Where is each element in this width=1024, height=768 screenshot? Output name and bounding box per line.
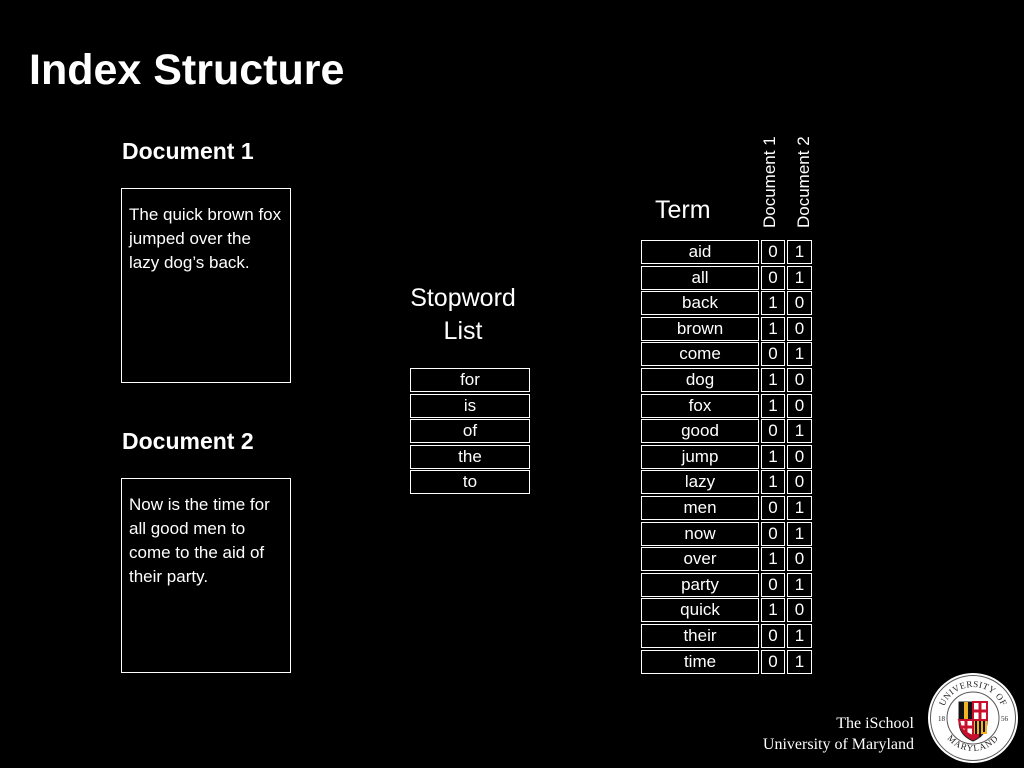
document-2-bit-cell: 0	[787, 291, 812, 316]
document-2-bit-cell: 0	[787, 393, 812, 418]
document-2-bit-cell: 1	[787, 495, 812, 520]
term-cell: come	[641, 342, 759, 367]
term-cell: men	[641, 495, 759, 520]
document-1-bit-cell: 1	[761, 598, 785, 623]
document-2-bit-cell: 1	[787, 649, 812, 674]
document-2-bit-cell: 0	[787, 367, 812, 392]
term-cell: aid	[641, 240, 759, 264]
document-2-column-label: Document 2	[794, 136, 813, 228]
term-cell: all	[641, 265, 759, 290]
term-cell: good	[641, 419, 759, 444]
document-1-bit-cell: 0	[761, 649, 785, 674]
term-cell: quick	[641, 598, 759, 623]
document-1-bit-cell: 0	[761, 495, 785, 520]
document-1-bit-cell: 1	[761, 367, 785, 392]
document-1-column-label: Document 1	[760, 136, 779, 228]
footer-school: The iSchool	[836, 715, 914, 732]
seal-shield	[957, 701, 988, 742]
term-cell: fox	[641, 393, 759, 418]
document-2-bit-cell: 1	[787, 342, 812, 367]
seal-inner-ring	[946, 691, 1000, 745]
term-cell: back	[641, 291, 759, 316]
document-1-bit-cell: 0	[761, 265, 785, 290]
document-2-bit-cell: 0	[787, 470, 812, 495]
document-1-bit-cell: 1	[761, 316, 785, 341]
document-2-bit-cell: 1	[787, 623, 812, 648]
document-2-bit-cell: 1	[787, 240, 812, 264]
document-1-heading: Document 1	[122, 138, 254, 164]
term-column-heading: Term	[655, 196, 711, 224]
term-cell: time	[641, 649, 759, 674]
term-cell: party	[641, 572, 759, 597]
document-1-bit-cell: 1	[761, 393, 785, 418]
document-1-bit-cell: 0	[761, 342, 785, 367]
document-2-bit-cell: 1	[787, 419, 812, 444]
footer-university: University of Maryland	[762, 736, 914, 753]
stopword-item: to	[410, 470, 530, 495]
stopword-item: is	[410, 393, 530, 418]
term-cell: their	[641, 623, 759, 648]
university-seal-icon: UNIVERSITY OF MARYLAND 18 56	[928, 673, 1018, 763]
seal-outer-ring	[930, 675, 1016, 761]
seal-year-right: 56	[1001, 715, 1009, 723]
document-2-bit-cell: 1	[787, 521, 812, 546]
document-2-bit-cell: 0	[787, 316, 812, 341]
document-1-bit-cell: 0	[761, 240, 785, 264]
document-1-bit-cell: 0	[761, 419, 785, 444]
document-1-bit-cell: 0	[761, 521, 785, 546]
document-2-box: Now is the time for all good men to come…	[121, 478, 291, 673]
document-2-bit-cell: 0	[787, 547, 812, 572]
document-1-bit-cell: 0	[761, 623, 785, 648]
document-2-bit-cell: 0	[787, 598, 812, 623]
slide-title: Index Structure	[29, 46, 345, 94]
document-2-bit-cell: 1	[787, 265, 812, 290]
document-1-bit-cell: 1	[761, 547, 785, 572]
stopword-item: the	[410, 444, 530, 469]
document-1-bit-cell: 1	[761, 291, 785, 316]
stopword-item: for	[410, 368, 530, 392]
term-cell: dog	[641, 367, 759, 392]
stopword-item: of	[410, 419, 530, 444]
document-1-box: The quick brown fox jumped over the lazy…	[121, 188, 291, 383]
term-cell: brown	[641, 316, 759, 341]
document-2-bit-cell: 0	[787, 444, 812, 469]
term-cell: over	[641, 547, 759, 572]
document-1-bit-cell: 1	[761, 470, 785, 495]
term-cell: lazy	[641, 470, 759, 495]
term-cell: jump	[641, 444, 759, 469]
document-2-heading: Document 2	[122, 428, 254, 454]
document-1-bit-cell: 1	[761, 444, 785, 469]
term-cell: now	[641, 521, 759, 546]
seal-year-left: 18	[938, 715, 946, 723]
document-1-bit-cell: 0	[761, 572, 785, 597]
document-2-bit-cell: 1	[787, 572, 812, 597]
stopword-list-heading: Stopword List	[410, 284, 516, 345]
footer-credit: The iSchool University of Maryland	[763, 713, 914, 755]
